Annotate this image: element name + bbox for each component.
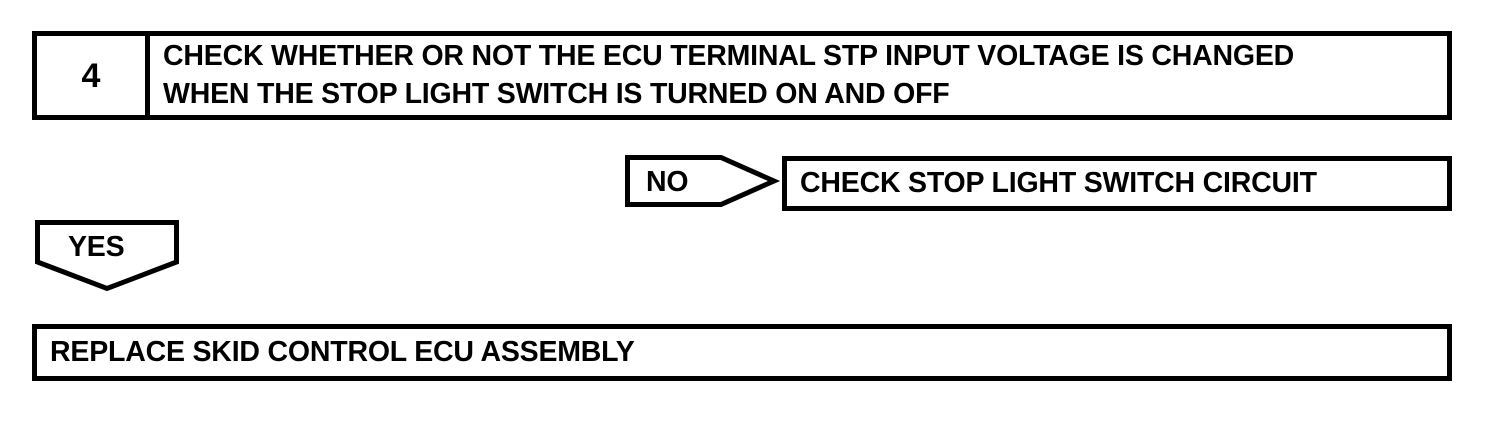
arrow-right-icon — [625, 155, 781, 207]
step-description-line-1: CHECK WHETHER OR NOT THE ECU TERMINAL ST… — [163, 40, 1295, 73]
step-description: CHECK WHETHER OR NOT THE ECU TERMINAL ST… — [150, 36, 1447, 115]
step-number: 4 — [81, 56, 101, 95]
step-description-line-2: WHEN THE STOP LIGHT SWITCH IS TURNED ON … — [163, 77, 950, 110]
branch-marker-yes: YES — [35, 220, 179, 292]
step-number-cell: 4 — [37, 36, 150, 115]
result-text-yes: REPLACE SKID CONTROL ECU ASSEMBLY — [50, 335, 635, 368]
arrow-down-icon — [35, 220, 179, 292]
result-box-yes: REPLACE SKID CONTROL ECU ASSEMBLY — [32, 324, 1452, 381]
branch-label-yes: YES — [68, 231, 125, 263]
result-box-no: CHECK STOP LIGHT SWITCH CIRCUIT — [782, 156, 1452, 211]
result-text-no: CHECK STOP LIGHT SWITCH CIRCUIT — [800, 166, 1317, 199]
branch-marker-no: NO — [625, 155, 781, 207]
branch-label-no: NO — [646, 166, 689, 198]
step-box: 4 CHECK WHETHER OR NOT THE ECU TERMINAL … — [32, 31, 1452, 120]
